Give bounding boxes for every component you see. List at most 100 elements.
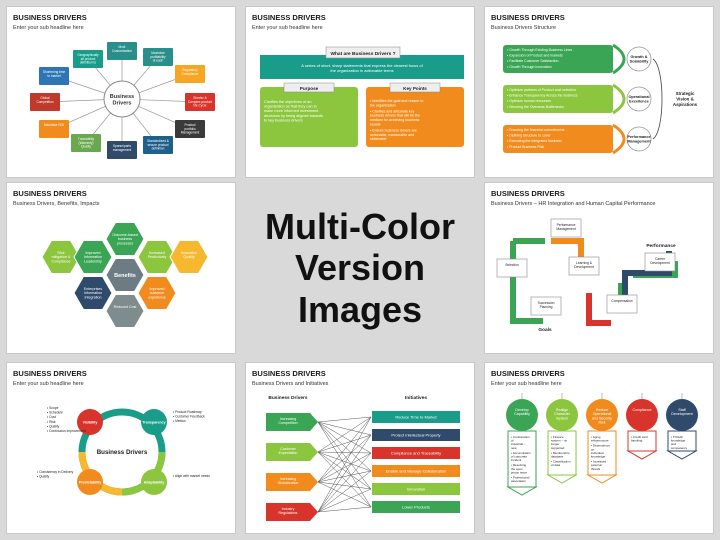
- driver-label: Maximise ROI: [44, 123, 64, 127]
- group-label: Scalability: [630, 60, 650, 64]
- pendant-item: new: [511, 446, 517, 450]
- pendant-title: System: [556, 416, 568, 420]
- vision-label: Vision &: [676, 97, 694, 102]
- group-band: [503, 45, 613, 73]
- group-item: • Optimize human recourses: [507, 99, 551, 103]
- pendant-item: • Finance: [551, 435, 564, 439]
- cycle-node: [77, 469, 103, 495]
- group-label: Excellence: [629, 100, 649, 104]
- purpose-tab: [283, 82, 335, 93]
- pendant-circle: [626, 399, 658, 431]
- group-curve: [612, 43, 626, 75]
- benefit-hexagon: [73, 276, 113, 310]
- structure-diagram: • Growth Through Existing Business Lines…: [503, 43, 698, 155]
- driver-label: all product: [81, 57, 96, 61]
- slide-thumbnail-6[interactable]: BUSINESS DRIVERS Enter your sub headline…: [6, 362, 236, 534]
- benefits-hexagon-diagram: Outcome-basedbusinessprocessesIncreasedP…: [41, 222, 209, 328]
- driver-arrow: [266, 413, 318, 431]
- driver-label: (Warranty): [79, 141, 94, 145]
- pendant-title: Character: [554, 412, 571, 416]
- slide-subtitle: Business Drivers, Benefits, Impacts: [13, 201, 100, 207]
- stage-box: [606, 294, 638, 314]
- purpose-text: to key business drivers: [264, 118, 303, 122]
- center-label: Business: [110, 94, 134, 100]
- group-item: • Defining Structure to cover: [507, 134, 551, 138]
- slide-thumbnail-4[interactable]: BUSINESS DRIVERS Business Drivers, Benef…: [6, 182, 236, 354]
- banner-label: What are Business Drivers ?: [330, 51, 395, 57]
- driver-label: Sparse/parts: [113, 144, 131, 148]
- group-circle: [626, 46, 652, 72]
- list-item: • Quality: [37, 475, 50, 479]
- initiative-label: Protect Intellectual Property: [391, 433, 440, 438]
- driver-label: Customer: [280, 447, 296, 451]
- driver-box: [73, 50, 103, 68]
- driver-label: Regulations: [279, 511, 298, 515]
- slide-subtitle: Business Drivers Structure: [491, 25, 557, 31]
- group-item: • Expansion of Product and markets: [507, 54, 563, 58]
- link-line: [317, 470, 372, 513]
- benefit-label: customer: [150, 291, 166, 295]
- driver-label: Shorter &: [193, 96, 207, 100]
- list-item: • Continuous improvement: [47, 429, 86, 433]
- slide-thumbnail-5[interactable]: BUSINESS DRIVERS Business Drivers – HR I…: [484, 182, 714, 354]
- driver-label: Globalization: [278, 481, 299, 485]
- driver-box: [175, 120, 205, 138]
- slide-thumbnail-2[interactable]: BUSINESS DRIVERS Enter your sub headline…: [245, 6, 475, 178]
- link-line: [317, 434, 372, 453]
- slide-thumbnail-7[interactable]: BUSINESS DRIVERS Business Drivers and In…: [245, 362, 475, 534]
- driver-box: [39, 67, 69, 85]
- link-line: [317, 481, 372, 508]
- driver-box: [30, 93, 60, 111]
- list-item: • Quality: [47, 424, 60, 428]
- point-text: actionable, measurable and: [370, 133, 414, 137]
- driver-label: life Cycle: [194, 104, 207, 108]
- driver-label: Product: [185, 123, 196, 127]
- driver-box: [39, 120, 69, 138]
- intro-text: the organization in actionable terms: [330, 68, 393, 73]
- list-item: • Risk: [47, 420, 56, 424]
- intro-text: A series of short, sharp statements that…: [301, 63, 423, 68]
- benefit-hexagon: [137, 276, 177, 310]
- benefit-label: processes: [117, 241, 134, 245]
- slide-title: BUSINESS DRIVERS: [13, 13, 87, 22]
- driver-label: Maximise: [151, 51, 165, 55]
- stage-label: Learning &: [576, 261, 593, 265]
- pendant-item: knowledge: [591, 455, 606, 459]
- drivers-title: Business Drivers: [268, 395, 308, 401]
- slide-title: BUSINESS DRIVERS: [491, 13, 565, 22]
- driver-label: Increasing: [280, 477, 297, 481]
- initiative-label: Lower Products: [402, 505, 430, 510]
- benefit-label: Integration: [85, 295, 102, 299]
- pendant-item: on: [591, 447, 595, 451]
- driver-label: at each: [153, 59, 164, 63]
- driver-label: profitability: [150, 55, 166, 59]
- stage-box: [550, 218, 582, 238]
- pendant-item: of corporate: [511, 455, 527, 459]
- initiative-box: [372, 447, 460, 459]
- driver-box: [107, 141, 137, 159]
- benefit-hexagon: [73, 240, 113, 274]
- initiative-box: [372, 483, 460, 495]
- business-drivers-wheel: BusinessDriversMostCustomizationMaximise…: [30, 42, 215, 159]
- slide-thumbnail-3[interactable]: BUSINESS DRIVERS Business Drivers Struct…: [484, 6, 714, 178]
- link-line: [317, 434, 372, 483]
- pendant-tip: [586, 474, 618, 484]
- group-item: • Growth Through Existing Business Lines: [507, 48, 572, 52]
- link-line: [317, 451, 372, 490]
- driver-arrow: [266, 443, 318, 461]
- link-line: [317, 416, 372, 483]
- driver-label: Increasing: [280, 417, 297, 421]
- slide-thumbnail-1[interactable]: BUSINESS DRIVERS Enter your sub headline…: [6, 6, 236, 178]
- purpose-text: Clarifies the objectives of an: [264, 100, 312, 104]
- link-line: [317, 421, 372, 490]
- driver-arrow: [266, 503, 318, 521]
- driver-label: Industry: [282, 507, 295, 511]
- list-item: • Schedule: [47, 411, 63, 415]
- cycle-node: [141, 409, 167, 435]
- pendant-item: supported: [551, 446, 565, 450]
- slide-thumbnail-8[interactable]: BUSINESS DRIVERS Enter your sub headline…: [484, 362, 714, 534]
- pendant-item: • Classification: [551, 460, 571, 464]
- group-curve: [612, 83, 626, 115]
- pendant-item: external: [591, 463, 602, 467]
